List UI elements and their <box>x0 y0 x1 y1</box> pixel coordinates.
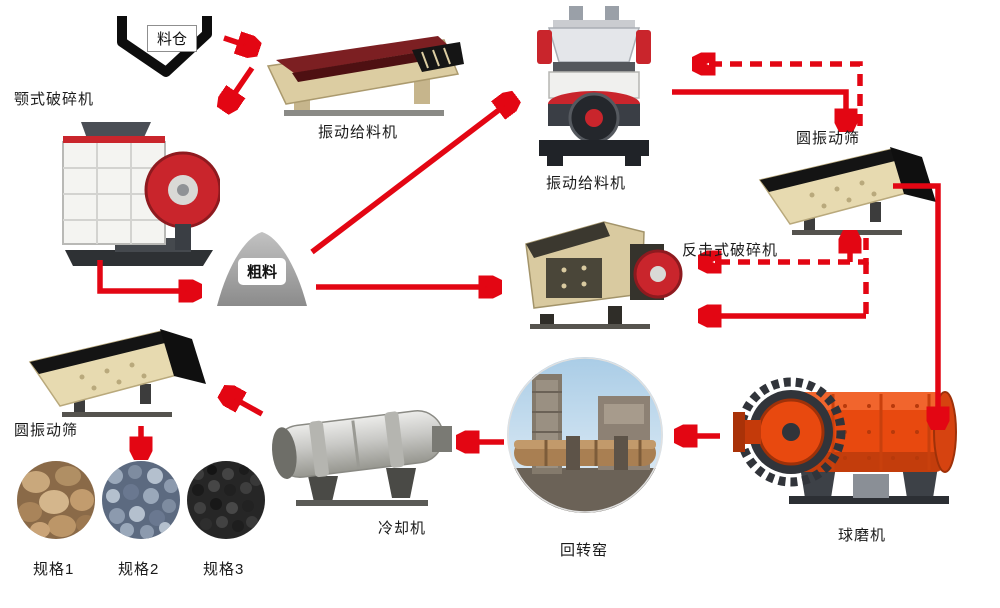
spec1-label: 规格1 <box>33 561 75 578</box>
silo-label: 料仓 <box>147 25 198 52</box>
spec2-graphic <box>102 461 180 539</box>
cone-crusher-image <box>523 6 665 173</box>
spec2-image <box>101 460 181 545</box>
screen-right-graphic <box>758 147 936 235</box>
cone-crusher-label: 振动给料机 <box>546 175 627 192</box>
jaw-crusher-graphic <box>62 122 222 266</box>
vibrating-feeder-graphic <box>266 36 464 116</box>
impact-crusher-graphic <box>525 221 683 329</box>
jaw-crusher-label: 颚式破碎机 <box>14 91 95 108</box>
coarse-material-label: 粗料 <box>238 258 287 285</box>
screen-left-graphic <box>28 329 206 417</box>
arrow-feeder-to-jaw-crusher <box>226 66 255 106</box>
vibrating-feeder-label: 振动给料机 <box>318 124 399 141</box>
arrow-cooler-to-screen-left <box>226 394 264 417</box>
ball-mill-label: 球磨机 <box>838 527 887 544</box>
spec3-label: 规格3 <box>203 561 245 578</box>
ball-mill-image <box>733 348 965 521</box>
vibrating-feeder-image <box>262 16 467 125</box>
impact-crusher-image <box>512 210 684 337</box>
cooler-label: 冷却机 <box>378 520 427 537</box>
screen-left-image <box>22 322 207 425</box>
spec3-graphic <box>187 461 265 539</box>
screen-left-label: 圆振动筛 <box>14 422 79 439</box>
spec3-image <box>186 460 266 545</box>
spec2-label: 规格2 <box>118 561 160 578</box>
cone-crusher-graphic <box>537 6 651 166</box>
rotary-kiln-image <box>506 356 664 519</box>
jaw-crusher-image <box>55 112 222 275</box>
cooler-image <box>260 376 458 519</box>
spec1-graphic <box>17 461 95 539</box>
impact-crusher-label: 反击式破碎机 <box>682 242 779 259</box>
arrow-screen-to-cone-crusher-return <box>698 64 863 126</box>
ball-mill-graphic <box>733 377 957 504</box>
spec1-image <box>16 460 96 545</box>
screen-right-image <box>752 140 937 243</box>
rotary-kiln-graphic <box>507 357 663 513</box>
arrow-silo-to-feeder <box>223 38 254 48</box>
rotary-kiln-label: 回转窑 <box>560 542 609 559</box>
cooler-graphic <box>271 410 452 506</box>
arrow-cone-crusher-to-screen <box>672 89 846 126</box>
screen-right-label: 圆振动筛 <box>796 130 861 147</box>
